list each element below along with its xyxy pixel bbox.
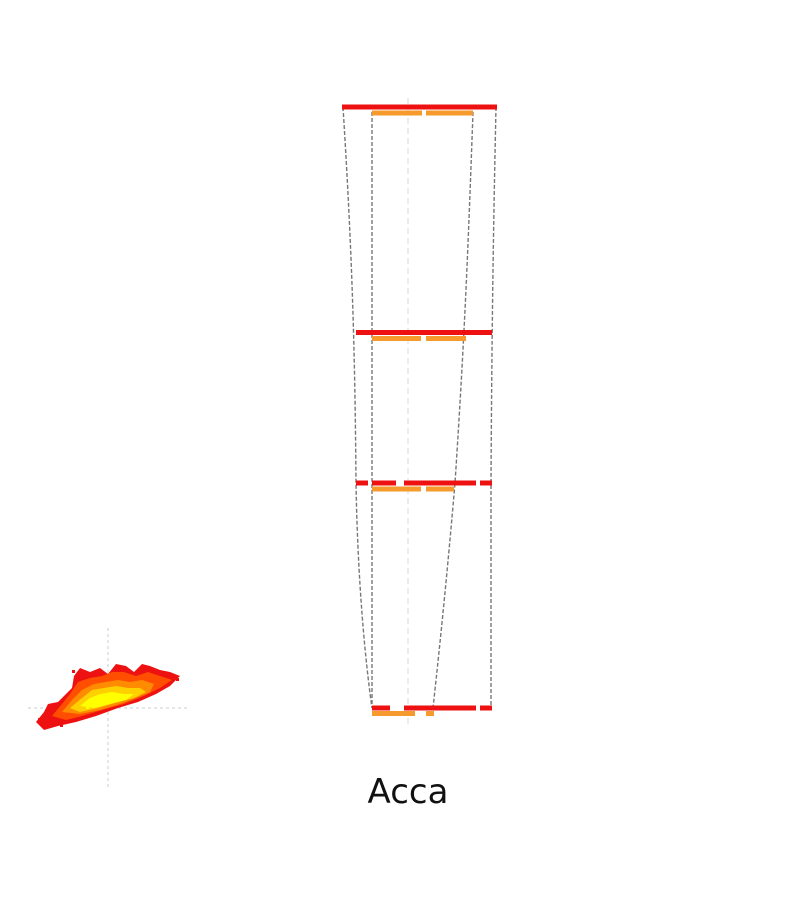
inner-bar bbox=[372, 336, 421, 341]
level-1 bbox=[342, 104, 497, 116]
outline-inner-right bbox=[432, 111, 474, 709]
outer-bar bbox=[356, 330, 492, 335]
profile-outline bbox=[342, 106, 497, 709]
level-3 bbox=[356, 480, 492, 492]
inner-bar bbox=[372, 486, 421, 492]
outer-bar bbox=[342, 104, 497, 110]
outer-bar bbox=[356, 480, 368, 486]
outline-outer-left bbox=[342, 106, 373, 709]
inner-bar bbox=[372, 711, 415, 716]
outer-bar bbox=[480, 705, 492, 711]
outline-outer-right bbox=[490, 106, 497, 708]
outer-bar bbox=[372, 480, 396, 486]
chart-caption: Acca bbox=[367, 772, 449, 812]
inner-bar bbox=[426, 336, 466, 341]
inner-bar bbox=[426, 486, 454, 492]
crown-crosssection-thumbnail-icon bbox=[36, 664, 180, 730]
outer-bar bbox=[372, 705, 390, 711]
outer-bar bbox=[480, 480, 492, 486]
level-2 bbox=[356, 330, 492, 341]
outer-bar bbox=[404, 705, 476, 711]
inner-bar bbox=[426, 110, 473, 116]
inner-bar bbox=[372, 110, 422, 116]
inner-bar bbox=[426, 711, 434, 716]
outer-bar bbox=[404, 480, 476, 486]
level-4 bbox=[372, 705, 492, 716]
